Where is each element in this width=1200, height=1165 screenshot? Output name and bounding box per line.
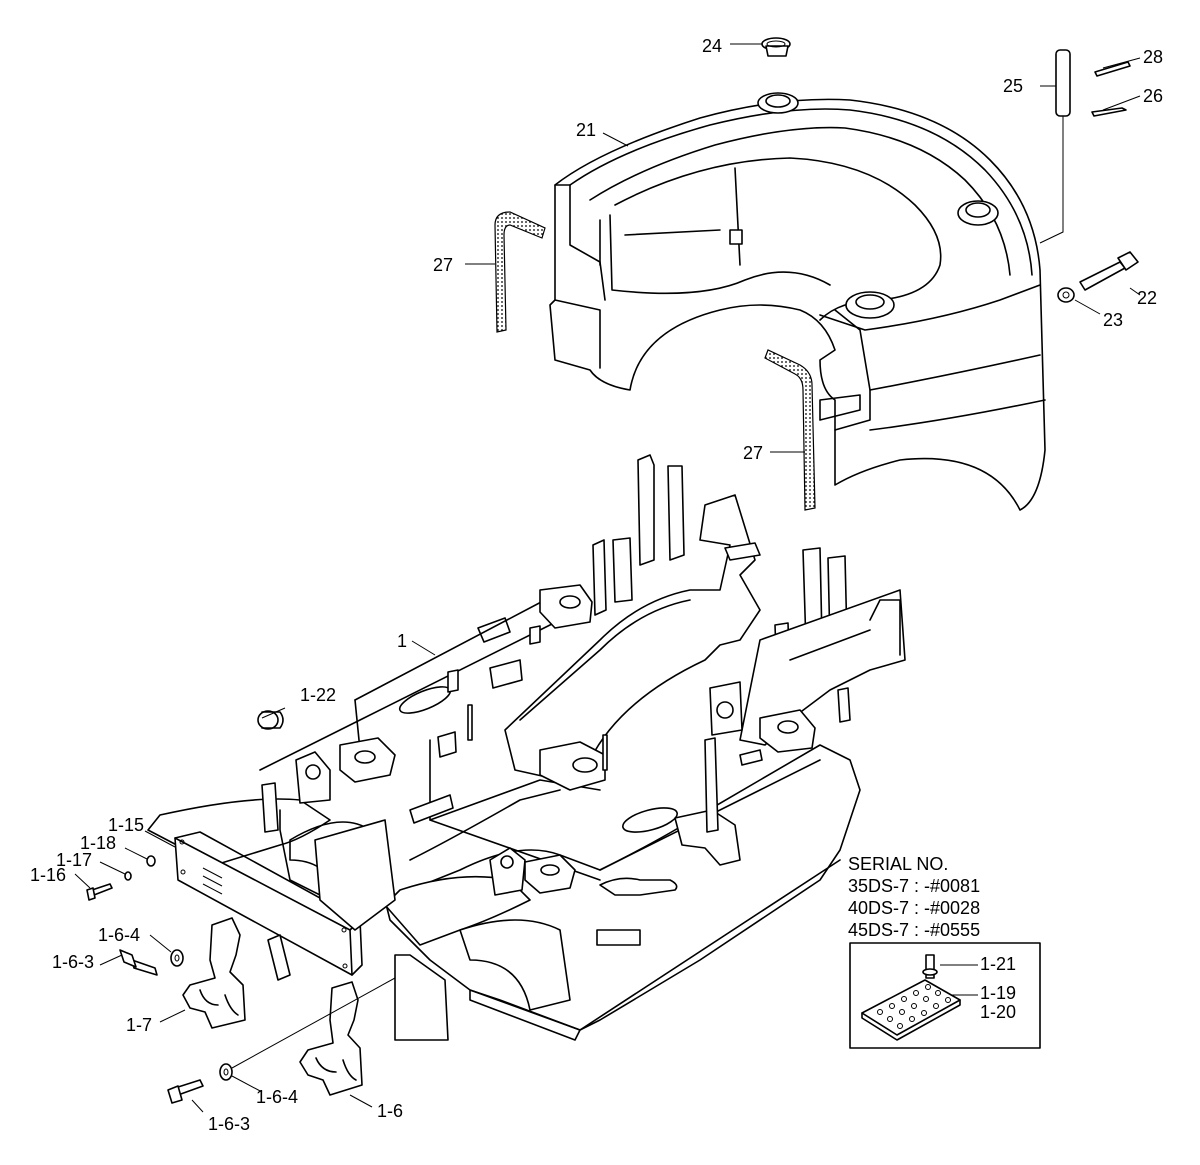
seal-strips <box>494 211 816 511</box>
label-21: 21 <box>576 120 596 140</box>
bolts-1-6-3 <box>119 949 204 1104</box>
label-1-6-4-lower: 1-6-4 <box>256 1087 298 1107</box>
serial-title: SERIAL NO. <box>848 854 948 874</box>
label-1-20: 1-20 <box>980 1002 1016 1022</box>
label-1-6-4-upper: 1-6-4 <box>98 925 140 945</box>
clamp-1-6 <box>299 981 363 1096</box>
upper-frame <box>147 454 906 1041</box>
label-1-22: 1-22 <box>300 685 336 705</box>
part-labels: 24 28 25 26 21 27 22 23 27 1 1-22 1-15 1… <box>30 36 1163 1134</box>
serial-inset <box>849 942 1041 1049</box>
serial-numbers: SERIAL NO. 35DS-7 : -#0081 40DS-7 : -#00… <box>848 854 980 940</box>
bolt-washer <box>1057 251 1139 303</box>
label-28: 28 <box>1143 47 1163 67</box>
label-24: 24 <box>702 36 722 56</box>
leader-lines <box>74 43 1141 1113</box>
plug-part <box>761 37 791 57</box>
label-1-17: 1-17 <box>56 850 92 870</box>
label-1-6-3-upper: 1-6-3 <box>52 952 94 972</box>
serial-line-45ds: 45DS-7 : -#0555 <box>848 920 980 940</box>
clamp-1-7 <box>182 917 246 1029</box>
label-1-15: 1-15 <box>108 815 144 835</box>
label-1-6: 1-6 <box>377 1101 403 1121</box>
label-1-16: 1-16 <box>30 865 66 885</box>
counterweight <box>549 92 1046 511</box>
serial-line-35ds: 35DS-7 : -#0081 <box>848 876 980 896</box>
label-27-left: 27 <box>433 255 453 275</box>
label-1: 1 <box>397 631 407 651</box>
serial-line-40ds: 40DS-7 : -#0028 <box>848 898 980 918</box>
small-hardware <box>86 855 233 1081</box>
label-23: 23 <box>1103 310 1123 330</box>
label-1-19: 1-19 <box>980 983 1016 1003</box>
pin-assembly <box>1039 49 1131 244</box>
label-1-21: 1-21 <box>980 954 1016 974</box>
label-1-7: 1-7 <box>126 1015 152 1035</box>
label-1-18: 1-18 <box>80 833 116 853</box>
inset-holes <box>877 984 951 1029</box>
inset-frame <box>849 942 1041 1049</box>
label-27-right: 27 <box>743 443 763 463</box>
label-25: 25 <box>1003 76 1023 96</box>
label-22: 22 <box>1137 288 1157 308</box>
label-26: 26 <box>1143 86 1163 106</box>
label-1-6-3-lower: 1-6-3 <box>208 1114 250 1134</box>
